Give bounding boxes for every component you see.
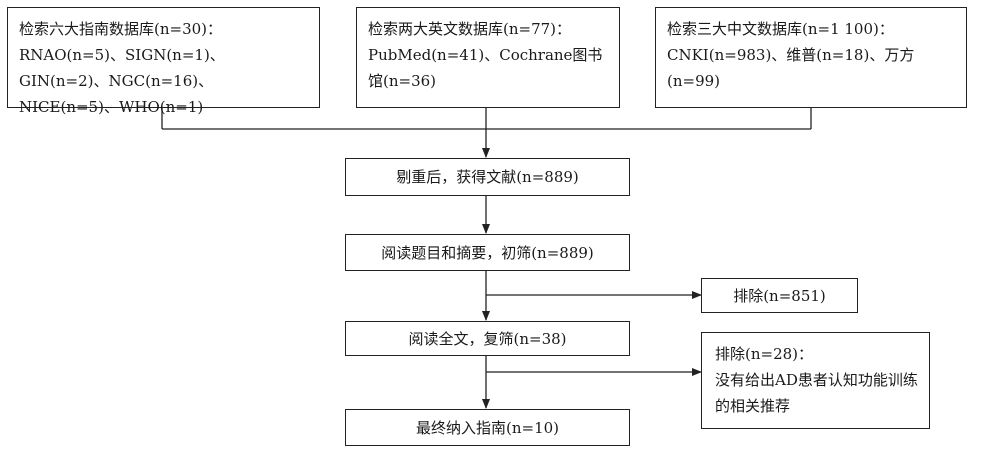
- box-excluded-second-title: 排除(n=28)：: [715, 345, 814, 363]
- box-deduplicated-text: 剔重后，获得文献(n=889): [396, 168, 579, 186]
- box-excluded-first: 排除(n=851): [701, 278, 858, 313]
- box-three-chinese-databases: 检索三大中文数据库(n=1 100)：CNKI(n=983)、维普(n=18)、…: [655, 7, 967, 108]
- box-excluded-second: 排除(n=28)： 没有给出AD患者认知功能训练的相关推荐: [701, 332, 930, 429]
- box-title-abstract-screening: 阅读题目和摘要，初筛(n=889): [345, 234, 630, 271]
- box-two-english-databases-text: 检索两大英文数据库(n=77)：PubMed(n=41)、Cochrane图书馆…: [368, 20, 603, 90]
- box-six-guideline-databases-text: 检索六大指南数据库(n=30)：RNAO(n=5)、SIGN(n=1)、GIN(…: [19, 20, 225, 116]
- box-six-guideline-databases: 检索六大指南数据库(n=30)：RNAO(n=5)、SIGN(n=1)、GIN(…: [7, 7, 320, 116]
- box-fulltext-screening: 阅读全文，复筛(n=38): [345, 321, 630, 356]
- box-excluded-second-reason: 没有给出AD患者认知功能训练的相关推荐: [715, 371, 918, 415]
- box-final-included-text: 最终纳入指南(n=10): [415, 419, 560, 437]
- box-three-chinese-databases-text: 检索三大中文数据库(n=1 100)：CNKI(n=983)、维普(n=18)、…: [667, 20, 915, 90]
- box-fulltext-screening-text: 阅读全文，复筛(n=38): [408, 330, 567, 348]
- box-deduplicated: 剔重后，获得文献(n=889): [345, 158, 630, 196]
- box-final-included: 最终纳入指南(n=10): [345, 409, 630, 446]
- box-excluded-first-text: 排除(n=851): [733, 287, 826, 305]
- box-title-abstract-screening-text: 阅读题目和摘要，初筛(n=889): [381, 244, 594, 262]
- box-two-english-databases: 检索两大英文数据库(n=77)：PubMed(n=41)、Cochrane图书馆…: [356, 7, 620, 108]
